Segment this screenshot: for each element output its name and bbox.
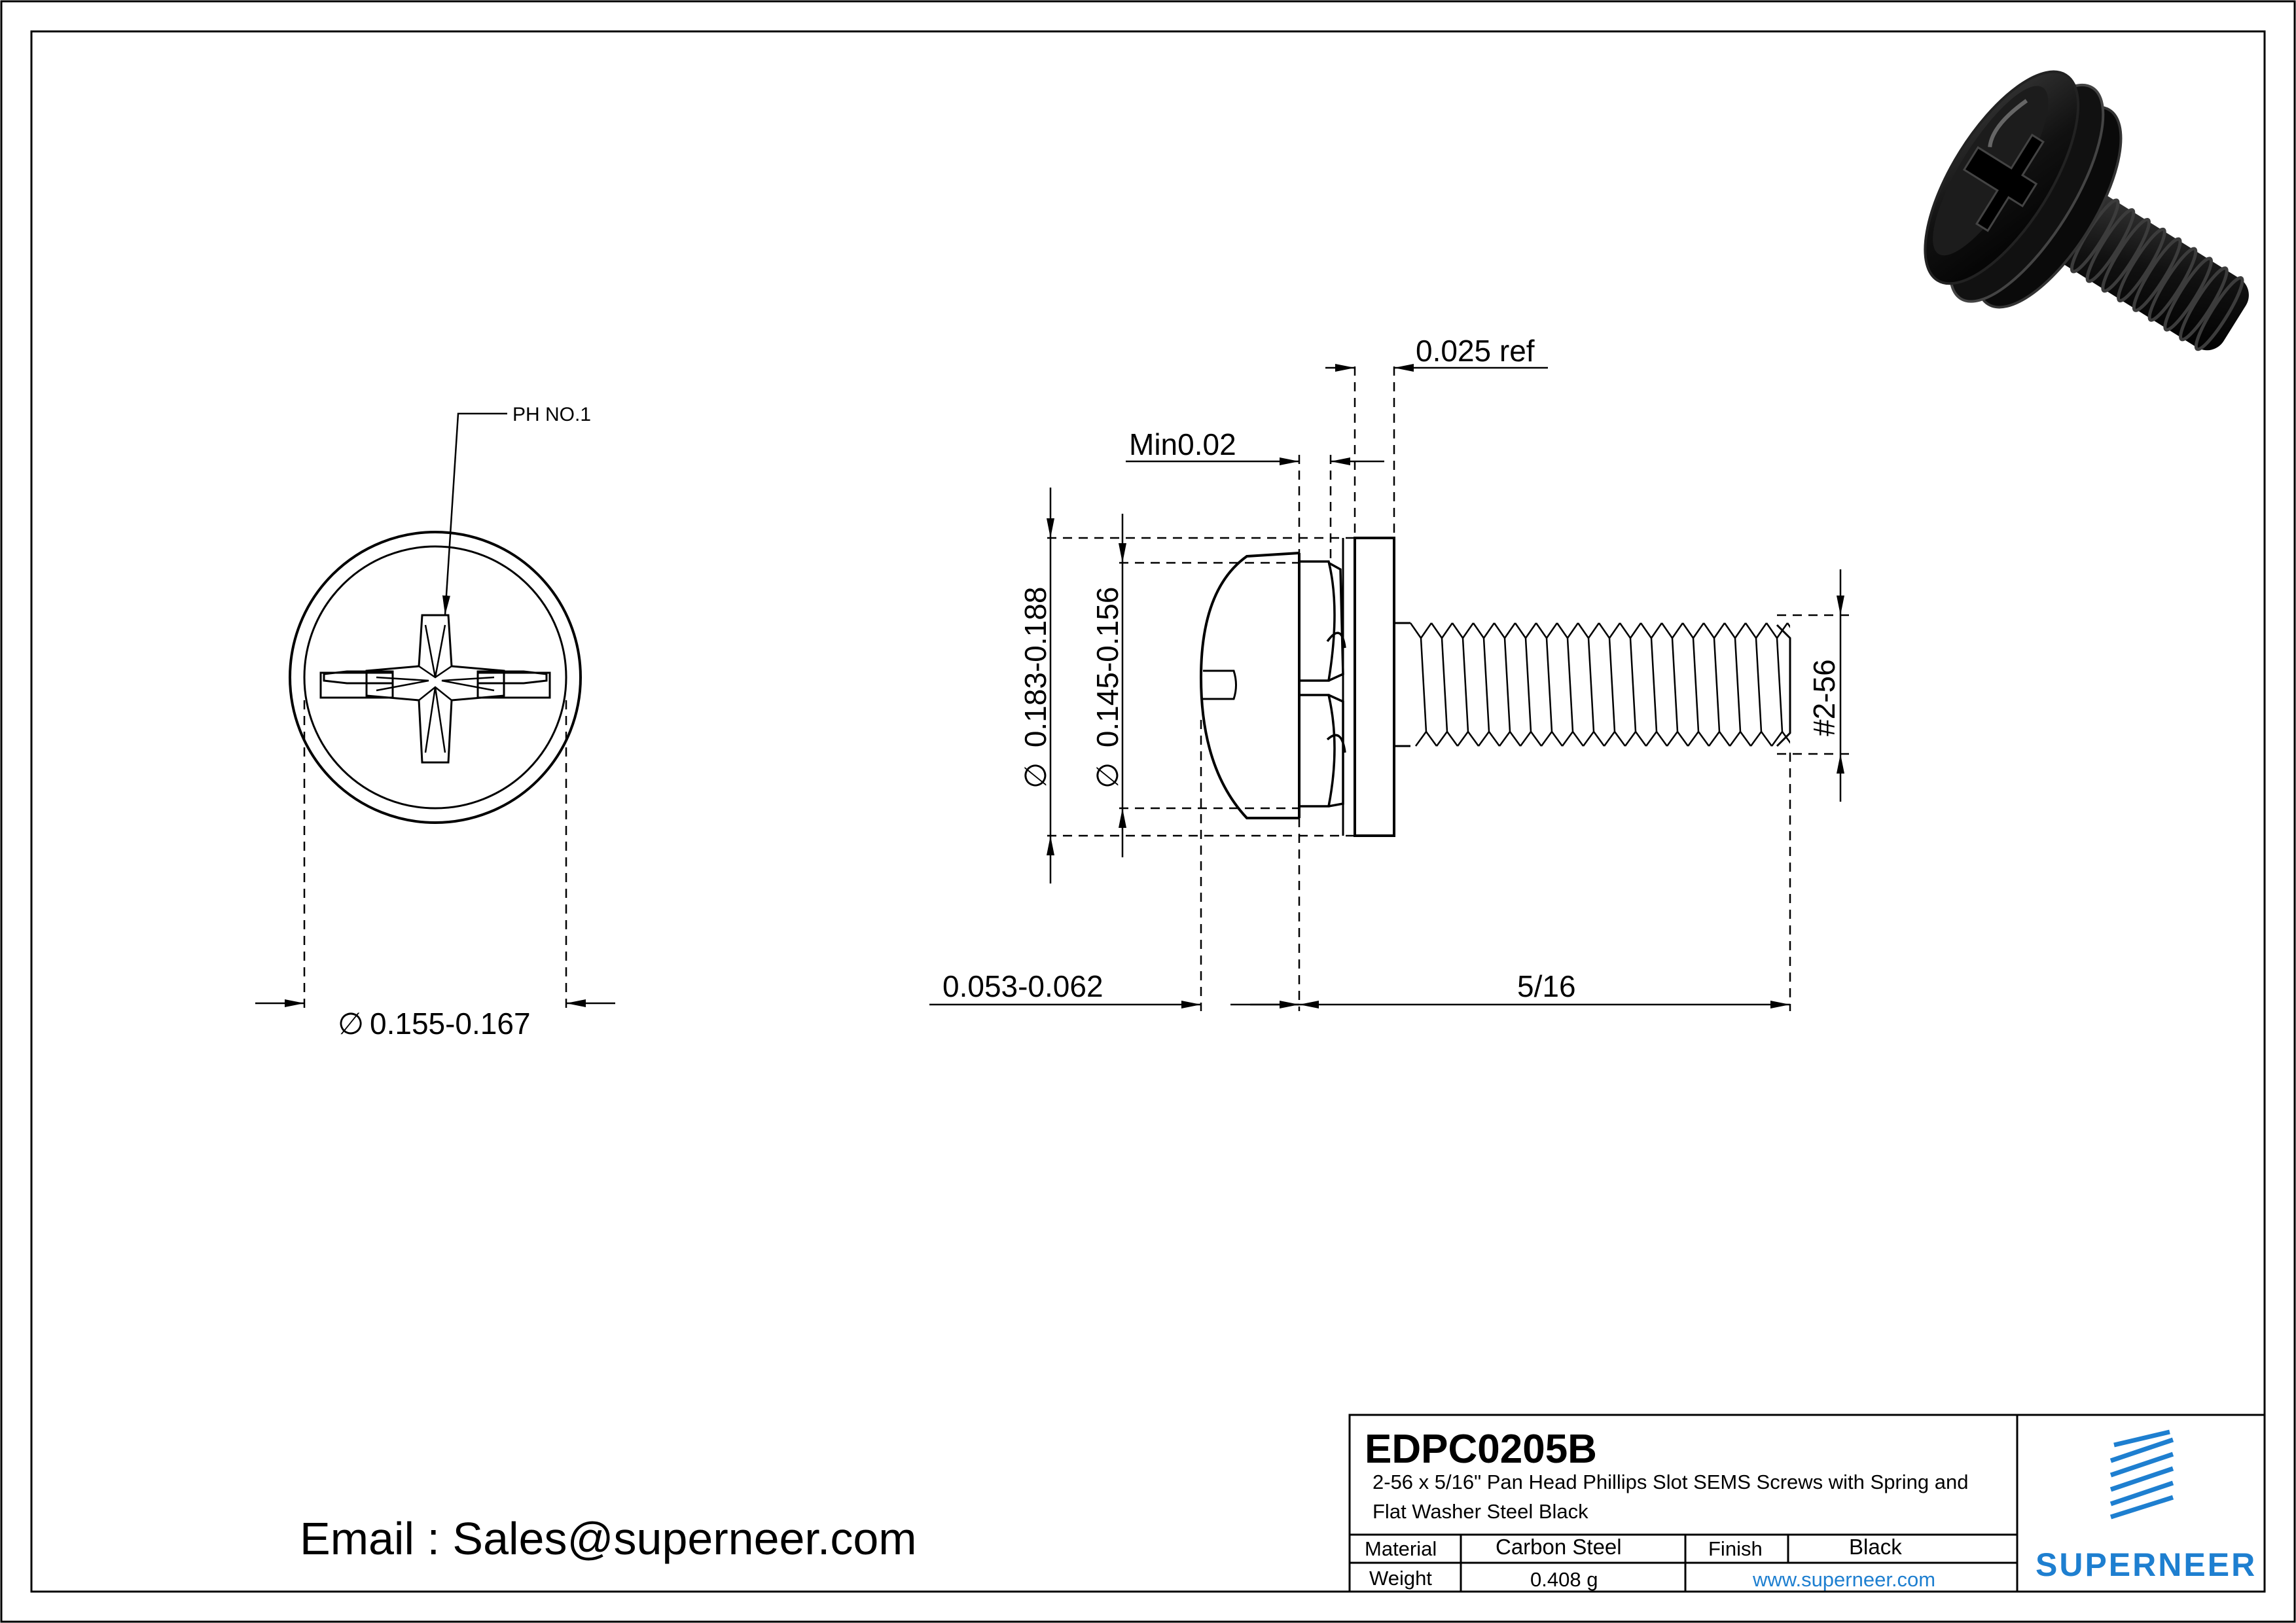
outer-diameter-value: 0.183-0.188 [1018,587,1052,748]
description-line1: 2-56 x 5/16" Pan Head Phillips Slot SEMS… [1372,1471,1968,1493]
thread-dim: #2-56 [1807,659,1841,736]
stacked-diagonal-lines-logo-icon [2109,1429,2174,1520]
material-value: Carbon Steel [1496,1535,1622,1559]
pan-head [1199,552,1300,819]
thread [1410,622,1790,747]
front-view: PH NO.1 ∅ 0.155-0.167 [255,404,615,1041]
email-text: Email : Sales@superneer.com [300,1513,917,1564]
screw-render [1924,70,2249,351]
part-number: EDPC0205B [1365,1427,1597,1472]
inner-diameter-dim: ∅ 0.145-0.156 [1090,587,1124,789]
head-slot [1203,669,1237,700]
flat-washer [1354,537,1395,837]
description-line2: Flat Washer Steel Black [1372,1500,1588,1523]
min-gap-dim: Min0.02 [1129,427,1236,461]
thread-end [1776,624,1791,747]
render-thread-ring [2194,276,2244,351]
finish-value: Black [1849,1535,1902,1559]
render-thread-ring [2117,227,2166,303]
inner-border [30,30,2266,1593]
outer-diameter-symbol: ∅ [1018,762,1052,789]
phillips-inner [376,624,495,753]
weight-value: 0.408 g [1530,1568,1598,1591]
head-inner-circle [303,545,567,810]
front-diameter-dim: 0.155-0.167 [370,1007,531,1041]
render-thread-ring [2085,208,2136,283]
brand-name: SUPERNEER [2036,1546,2257,1583]
weight-label: Weight [1369,1567,1432,1590]
render-thread-ring [2101,217,2151,293]
finish-label: Finish [1708,1537,1763,1560]
outer-diameter-dim: ∅ 0.183-0.188 [1018,587,1052,789]
ph-leader [442,412,507,616]
render-thread-ring [2163,257,2214,332]
title-block: EDPC0205B 2-56 x 5/16" Pan Head Phillips… [1348,1414,2266,1593]
head-outer-circle [289,531,582,824]
render-thread-ring [2179,266,2229,342]
washer-thickness-dim: 0.025 ref [1416,334,1535,368]
thread-flanks [1410,622,1790,747]
spring-washer [1299,560,1346,808]
website-link[interactable]: www.superneer.com [1752,1568,1935,1591]
head-height-dim: 0.053-0.062 [942,969,1103,1003]
material-label: Material [1365,1537,1437,1560]
ph-callout-label: PH NO.1 [512,404,591,425]
front-diameter-symbol: ∅ [338,1007,364,1041]
length-dim: 5/16 [1517,969,1576,1003]
render-thread-ring [2132,237,2182,312]
inner-diameter-value: 0.145-0.156 [1090,587,1124,748]
inner-diameter-symbol: ∅ [1090,762,1124,789]
render-thread-ring [2147,247,2198,322]
side-view: 0.025 ref Min0.02 ∅ 0.183-0.188 ∅ 0.145-… [929,334,1849,1011]
